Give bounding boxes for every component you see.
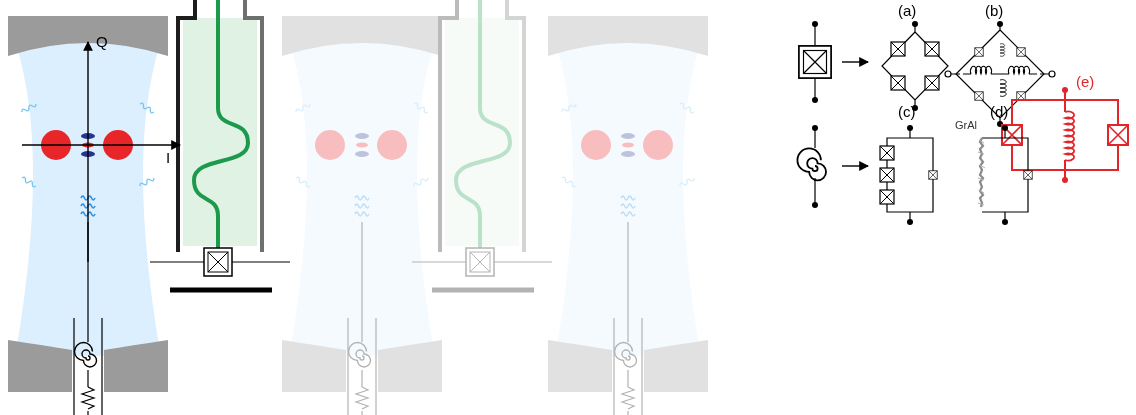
junction-array (880, 125, 937, 225)
junction-symbol (799, 21, 868, 103)
cavity (8, 16, 168, 415)
inductive-bridge (945, 21, 1055, 127)
material-label: GrAl (955, 119, 977, 131)
panel-label: (d) (990, 104, 1008, 121)
axis-label: Q (96, 34, 108, 51)
i-axis (22, 144, 180, 145)
panel-label: (b) (985, 3, 1003, 20)
gral-inductor (978, 125, 1032, 225)
panel-label: (c) (898, 104, 916, 121)
panel-label: (a) (898, 3, 916, 20)
red-squid (1002, 87, 1128, 183)
junction-bridge (882, 21, 948, 111)
panel-label: (e) (1076, 74, 1094, 91)
faded-chain (282, 0, 708, 415)
axis-label: I (166, 150, 170, 167)
inductor-symbol (797, 125, 868, 208)
q-axis (87, 42, 88, 262)
